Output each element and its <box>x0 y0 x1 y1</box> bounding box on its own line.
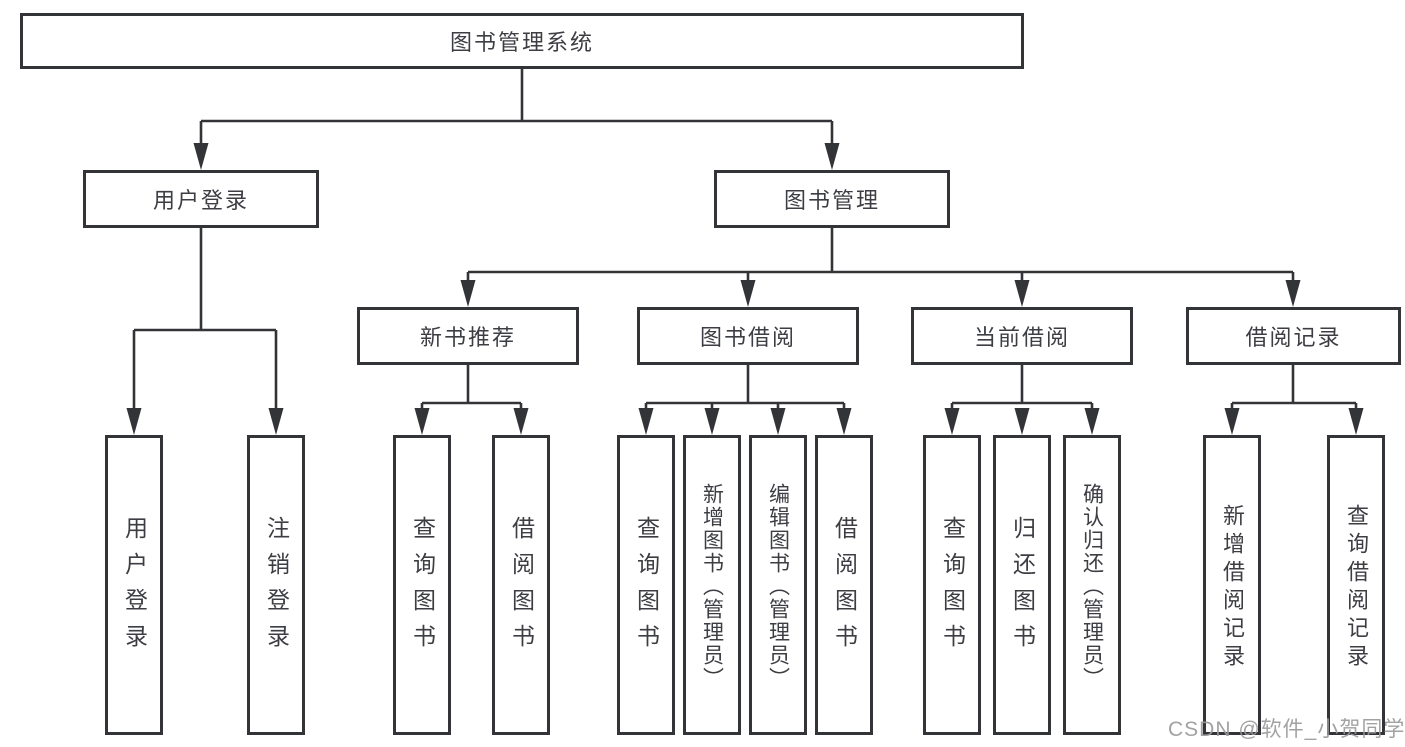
arrow-down-icon <box>414 408 430 435</box>
arrow-down-icon <box>1014 408 1030 435</box>
node-label: 用户登录 <box>152 188 249 213</box>
connector-book-management-to-level3 <box>460 228 1301 307</box>
leaf-borrow-books-borrow: 借阅图书 <box>815 435 873 735</box>
arrow-down-icon <box>1014 280 1030 307</box>
arrow-down-icon <box>126 408 142 435</box>
leaf-borrow-books-recommend: 借阅图书 <box>492 435 550 735</box>
arrow-down-icon <box>268 408 284 435</box>
arrow-down-icon <box>193 143 209 170</box>
leaf-confirm-return-admin: 确认归还（管理员） <box>1063 435 1121 735</box>
node-label: 查询图书 <box>633 516 660 660</box>
node-borrow-records: 借阅记录 <box>1186 307 1401 365</box>
node-current-borrow: 当前借阅 <box>911 307 1133 365</box>
node-label: 查询借阅记录 <box>1344 504 1369 672</box>
connector-root-to-level2 <box>193 69 840 170</box>
leaf-edit-books-admin: 编辑图书（管理员） <box>749 435 807 735</box>
csdn-watermark: CSDN @软件_小贺同学 <box>1168 718 1405 741</box>
node-label: 注销登录 <box>263 516 290 660</box>
node-label: 确认归还（管理员） <box>1080 482 1104 690</box>
arrow-down-icon <box>1285 280 1301 307</box>
leaf-return-books: 归还图书 <box>993 435 1051 735</box>
node-book-management: 图书管理 <box>714 170 950 228</box>
node-label: 用户登录 <box>121 516 148 660</box>
node-user-login: 用户登录 <box>83 170 319 228</box>
node-label: 查询图书 <box>939 516 966 660</box>
node-label: 借阅图书 <box>831 516 858 660</box>
leaf-add-borrow-record: 新增借阅记录 <box>1203 435 1261 735</box>
arrow-down-icon <box>638 408 654 435</box>
node-label: 借阅图书 <box>508 516 535 660</box>
node-label: 当前借阅 <box>973 325 1070 350</box>
node-label: 编辑图书（管理员） <box>766 482 790 690</box>
node-label: 新增借阅记录 <box>1220 504 1245 672</box>
node-label: 借阅记录 <box>1245 325 1342 350</box>
leaf-logout-login: 注销登录 <box>247 435 305 735</box>
node-label: 图书管理 <box>783 188 880 213</box>
arrow-down-icon <box>513 408 529 435</box>
connector-new-book-children <box>414 365 529 435</box>
node-label: 归还图书 <box>1009 516 1036 660</box>
leaf-user-login: 用户登录 <box>105 435 163 735</box>
arrow-down-icon <box>836 408 852 435</box>
arrow-down-icon <box>770 408 786 435</box>
node-label: 查询图书 <box>409 516 436 660</box>
leaf-query-books-current: 查询图书 <box>923 435 981 735</box>
node-new-book-recommend: 新书推荐 <box>357 307 579 365</box>
node-label: 新书推荐 <box>419 325 516 350</box>
node-book-borrow: 图书借阅 <box>637 307 859 365</box>
node-library-management-system: 图书管理系统 <box>20 13 1024 69</box>
arrow-down-icon <box>1348 408 1364 435</box>
node-label: 图书借阅 <box>699 325 796 350</box>
connector-user-login-children <box>126 228 284 435</box>
leaf-query-books-borrow: 查询图书 <box>617 435 675 735</box>
arrow-down-icon <box>1084 408 1100 435</box>
node-label: 新增图书（管理员） <box>700 482 724 690</box>
leaf-add-books-admin: 新增图书（管理员） <box>683 435 741 735</box>
arrow-down-icon <box>460 280 476 307</box>
leaf-query-books-recommend: 查询图书 <box>393 435 451 735</box>
arrow-down-icon <box>824 143 840 170</box>
connector-current-borrow-children <box>944 365 1100 435</box>
arrow-down-icon <box>1224 408 1240 435</box>
connector-borrow-record-children <box>1224 365 1364 435</box>
leaf-query-borrow-record: 查询借阅记录 <box>1327 435 1385 735</box>
arrow-down-icon <box>944 408 960 435</box>
node-label: 图书管理系统 <box>449 30 594 55</box>
arrow-down-icon <box>740 280 756 307</box>
arrow-down-icon <box>704 408 720 435</box>
connector-book-borrow-children <box>638 365 852 435</box>
